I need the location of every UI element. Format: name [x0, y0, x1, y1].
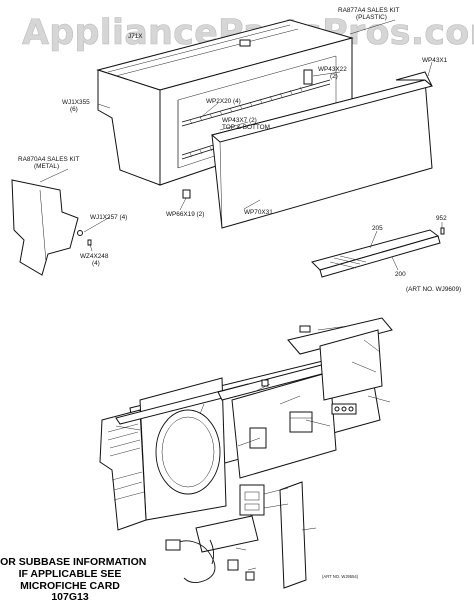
label-sales-kit-plastic: RA877A4 SALES KIT	[338, 7, 400, 14]
label-art-bottom: (ART NO. WJ9554)	[322, 574, 359, 579]
blower-opening	[155, 409, 221, 495]
label-wp70x31: WP70X31	[244, 209, 273, 216]
label-wz4x248: WZ4X248	[80, 253, 109, 260]
capacitor	[289, 411, 313, 433]
bottom-bracket	[195, 515, 259, 553]
side-panel-metal-kit	[11, 179, 79, 276]
label-wj1x355: WJ1X355	[62, 99, 90, 106]
label-sales-kit-plastic-note: (PLASTIC)	[356, 14, 387, 21]
chassis-assembly	[99, 317, 393, 589]
note-line-3: MICROFICHE CARD	[20, 580, 120, 592]
note-line-1: FOR SUBBASE INFORMATION	[0, 556, 146, 568]
cord-plug	[165, 539, 181, 551]
clip-wp66x19	[182, 189, 191, 199]
control-panel-box	[231, 371, 337, 479]
clamp-bottom	[227, 559, 239, 571]
side-access-panel	[279, 481, 307, 589]
cabinet-left-side	[97, 69, 161, 186]
label-wp66x19: WP66X19 (2)	[166, 211, 204, 218]
bracket-wp43x22	[303, 69, 313, 85]
top-connector	[299, 325, 311, 333]
label-wz4x248-qty: (4)	[92, 260, 100, 267]
label-top-partial: J71X	[128, 33, 143, 40]
right-bracket	[319, 329, 383, 401]
label-wp43x22: WP43X22	[318, 66, 347, 73]
label-wp2x20: WP2X20 (4)	[206, 98, 241, 105]
drip-tray-200	[311, 229, 441, 278]
top-part-labels: J71X RA877A4 SALES KIT (PLASTIC) WP43X1 …	[18, 7, 461, 293]
label-wp43x7-note: TOP & BOTTOM	[222, 124, 270, 131]
lead-wire	[209, 539, 215, 565]
label-205: 205	[372, 225, 383, 232]
clip-bottom	[245, 571, 255, 581]
label-wj1x257: WJ1X257 (4)	[90, 214, 127, 221]
label-sales-kit-metal: RA870A4 SALES KIT	[18, 156, 80, 163]
label-952: 952	[436, 215, 447, 222]
note-line-2: IF APPLICABLE SEE	[19, 568, 122, 580]
power-cord	[169, 540, 216, 583]
label-wp43x22-qty: (2)	[330, 73, 338, 80]
front-panel-wp70x31	[210, 71, 434, 229]
screw-wj1x257	[77, 230, 83, 236]
label-wj1x355-qty: (6)	[70, 106, 78, 113]
screw-small	[261, 379, 269, 387]
label-sales-kit-metal-note: (METAL)	[34, 163, 59, 170]
part-952	[440, 227, 445, 235]
relay	[249, 427, 267, 449]
left-louver-panel	[99, 409, 147, 531]
label-wp43x7: WP43X7 (2)	[222, 117, 257, 124]
top-clip	[239, 39, 251, 47]
note-line-4: 107G13	[51, 591, 89, 600]
top-leader-lines	[39, 19, 443, 271]
bottom-leader-lines	[115, 325, 391, 571]
label-200: 200	[395, 271, 406, 278]
top-cover-plate	[287, 317, 393, 355]
label-art-top: (ART NO. WJ9609)	[406, 286, 461, 293]
screw-wz4x248	[87, 239, 92, 246]
subbase-note: FOR SUBBASE INFORMATION IF APPLICABLE SE…	[0, 556, 146, 600]
label-wp43x1: WP43X1	[422, 57, 448, 64]
